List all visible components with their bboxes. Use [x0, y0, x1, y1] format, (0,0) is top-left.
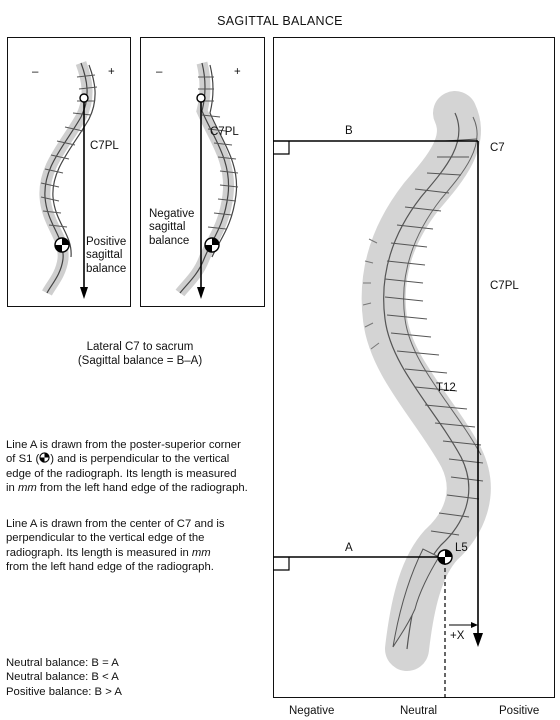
axis-negative-label: Negative [289, 705, 335, 717]
c7-label: C7 [490, 142, 505, 154]
balance-def-2: Neutral balance: B < A [6, 671, 119, 684]
t12-label: T12 [436, 382, 456, 394]
s1-marker-icon [39, 452, 50, 464]
positive-minus-label: – [32, 66, 39, 78]
diagram-title: SAGITTAL BALANCE [217, 14, 343, 28]
balance-definitions: Neutral balance: B = A Neutral balance: … [6, 656, 206, 699]
negative-minus-label: – [156, 66, 163, 78]
balance-def-1: Neutral balance: B = A [6, 657, 119, 669]
plus-x-label: +X [450, 630, 465, 642]
positive-c7pl-label: C7PL [90, 140, 119, 152]
lateral-spine-figure [273, 91, 491, 698]
negative-c7pl-label: C7PL [210, 126, 239, 138]
lateral-caption: Lateral C7 to sacrum (Sagittal balance =… [60, 340, 220, 368]
positive-plus-label: + [108, 66, 115, 78]
caption-line-2: (Sagittal balance = B–A) [77, 355, 203, 367]
c7pl-label: C7PL [490, 280, 519, 292]
negative-sagittal-balance-label: Negative sagittal balance [149, 208, 195, 247]
positive-spine-figure [39, 61, 98, 299]
line-a-description-2: Line A is drawn from the center of C7 an… [6, 518, 225, 574]
caption-line-1: Lateral C7 to sacrum [86, 341, 194, 353]
positive-sagittal-balance-label: Positive sagittal balance [86, 236, 127, 275]
line-a-label: A [345, 542, 353, 554]
axis-neutral-label: Neutral [400, 705, 438, 717]
positive-balance-panel [7, 37, 131, 307]
balance-def-3: Positive balance: B > A [6, 685, 122, 698]
line-b-label: B [345, 125, 353, 137]
line-a-description-1: Line A is drawn from the poster-superior… [6, 439, 248, 495]
negative-spine-figure [175, 61, 239, 299]
negative-plus-label: + [234, 66, 241, 78]
axis-positive-label: Positive [499, 705, 540, 717]
l5-label: L5 [455, 542, 468, 554]
